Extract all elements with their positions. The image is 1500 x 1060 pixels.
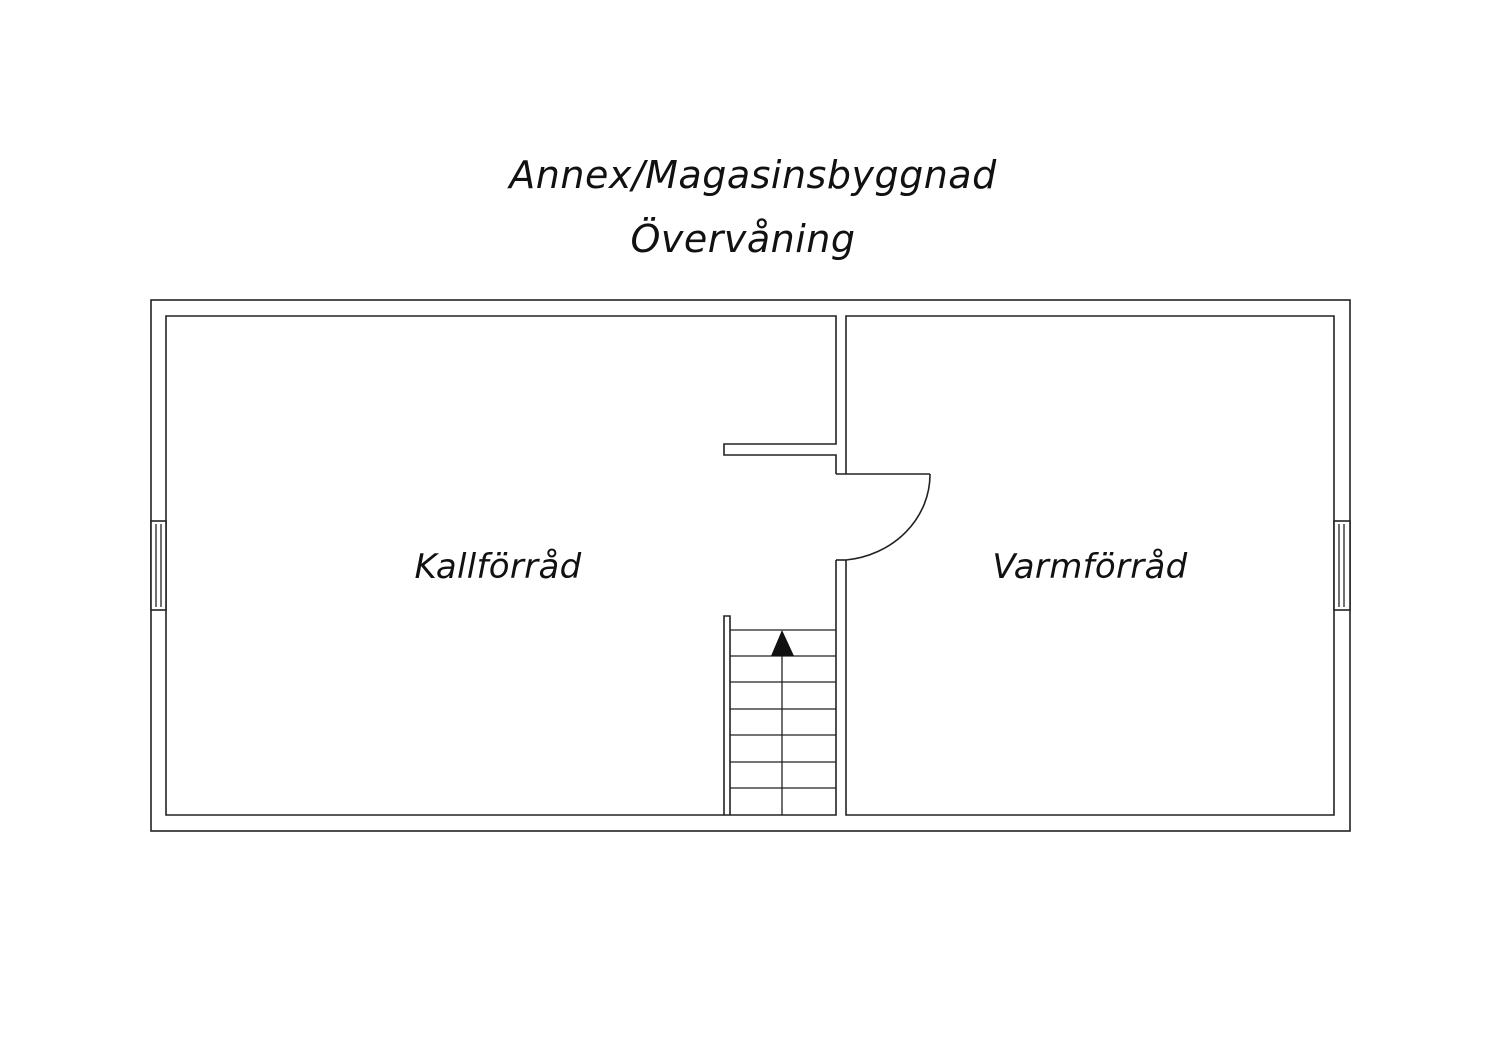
staircase [730,629,836,815]
room-label-kallforrad: Kallförråd [415,547,582,587]
room-label-varmforrad: Varmförråd [992,547,1187,587]
door-swing-arc [845,473,931,561]
left-room-inner-wall [165,315,837,816]
left-room-stair-wall [723,560,837,816]
left-window [150,520,167,611]
plan-title: Annex/Magasinsbyggnad [506,153,997,197]
stair-up-arrow-icon [771,630,794,656]
right-window [1333,520,1351,611]
plan-floor-name: Övervåning [630,217,855,261]
